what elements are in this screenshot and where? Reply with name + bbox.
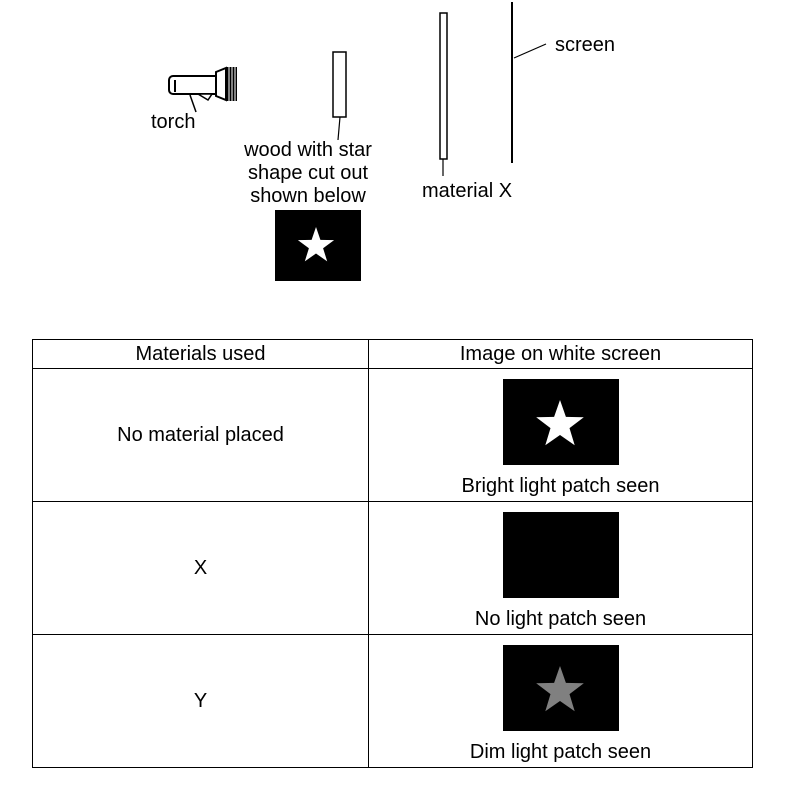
table-row: No material placed Bright light patch se…: [32, 368, 753, 502]
setup-drawing: [168, 2, 547, 281]
header-image: Image on white screen: [368, 339, 753, 369]
wood-label-line: shown below: [250, 185, 366, 207]
torch-label: torch: [151, 111, 196, 133]
table-header-row: Materials used Image on white screen: [32, 339, 753, 369]
image-cell: No light patch seen: [368, 501, 753, 635]
dim-star-icon: [535, 666, 584, 712]
material-cell: No material placed: [32, 368, 369, 502]
wood-piece: [332, 51, 347, 118]
material-x-slab: [439, 12, 448, 160]
image-caption: Bright light patch seen: [461, 475, 660, 497]
material-x-label: material X: [422, 180, 513, 202]
screen-image-background: [502, 512, 619, 598]
image-caption: No light patch seen: [474, 608, 647, 630]
image-cell: Bright light patch seen: [368, 368, 753, 502]
image-caption: Dim light patch seen: [469, 741, 652, 763]
screen-image: [502, 645, 619, 731]
bright-star-icon: [535, 400, 584, 446]
material-cell: X: [32, 501, 369, 635]
star-cutout-icon: [297, 227, 335, 262]
experiment-setup-diagram: torch wood with star shape cut out shown…: [0, 0, 797, 330]
table-row: Y Dim light patch seen: [32, 634, 753, 768]
material-cell: Y: [32, 634, 369, 768]
torch-icon: [168, 66, 237, 113]
header-materials: Materials used: [32, 339, 369, 369]
wood-label-line: wood with star: [244, 139, 372, 161]
screen-image: [502, 379, 619, 465]
wood-label: wood with star shape cut out shown below: [228, 139, 388, 208]
wood-label-line: shape cut out: [247, 162, 369, 184]
screen-image: [502, 512, 619, 598]
table-row: X No light patch seen: [32, 501, 753, 635]
screen-label: screen: [555, 34, 616, 56]
results-table: Materials used Image on white screen No …: [32, 339, 753, 768]
image-cell: Dim light patch seen: [368, 634, 753, 768]
